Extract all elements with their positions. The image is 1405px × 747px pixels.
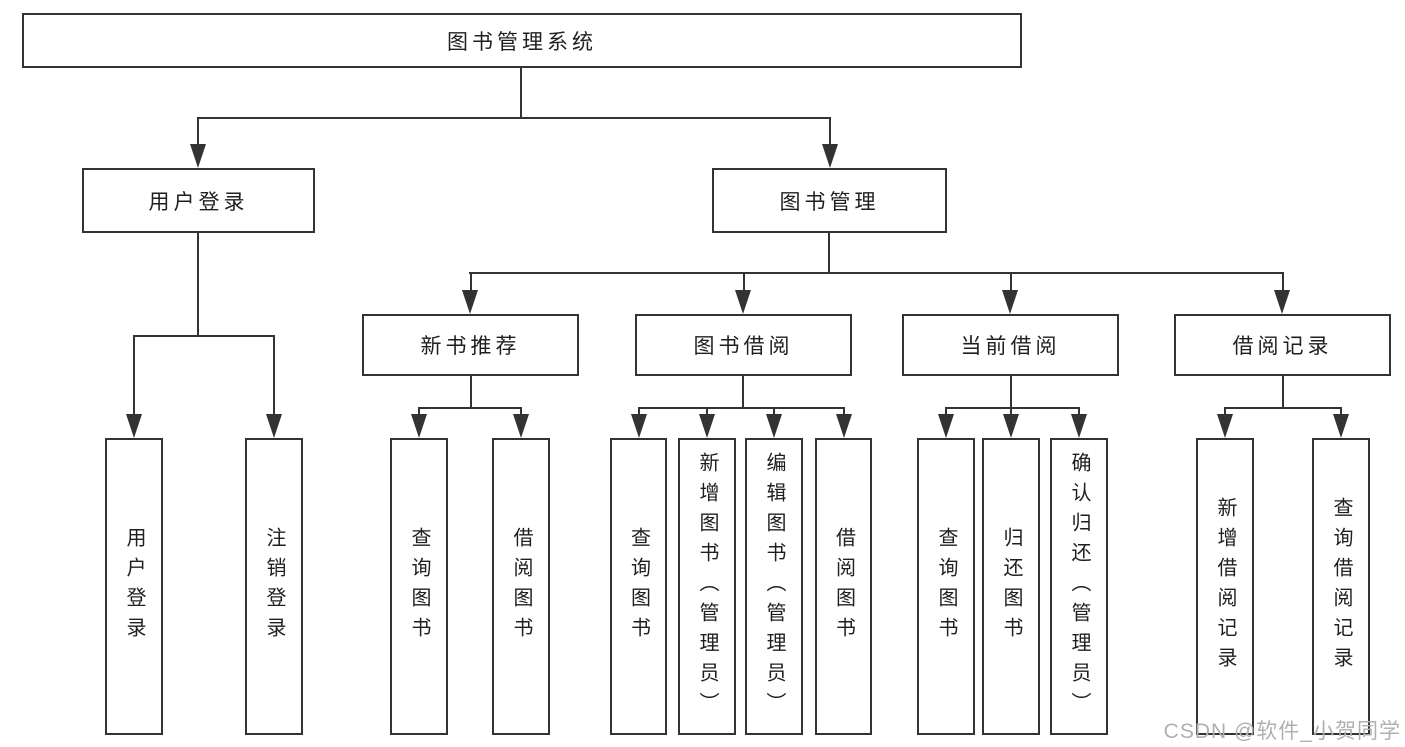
- leaf-return-book: 归还图书: [982, 438, 1040, 735]
- node-current-borrowing: 当前借阅: [902, 314, 1119, 376]
- arrowhead-down-icon: [1217, 414, 1233, 438]
- leaf-query-books-borrowing: 查询图书: [610, 438, 667, 735]
- connector-line: [829, 118, 831, 146]
- arrowhead-down-icon: [699, 414, 715, 438]
- connector-line: [197, 118, 199, 146]
- connector-line: [1010, 376, 1012, 408]
- leaf-edit-book-admin: 编辑图书（管理员）: [745, 438, 803, 735]
- connector-line: [1010, 273, 1012, 292]
- leaf-query-borrow-record: 查询借阅记录: [1312, 438, 1370, 735]
- leaf-logout: 注销登录: [245, 438, 303, 735]
- arrowhead-down-icon: [462, 290, 478, 314]
- csdn-watermark: CSDN @软件_小贺同学: [1163, 720, 1401, 743]
- connector-line: [1078, 408, 1080, 416]
- leaf-label: 借阅图书: [832, 526, 855, 647]
- leaf-confirm-return-admin: 确认归还（管理员）: [1050, 438, 1108, 735]
- node-book-borrowing: 图书借阅: [635, 314, 852, 376]
- connector-line: [638, 407, 845, 409]
- node-label: 图书借阅: [693, 335, 794, 358]
- arrowhead-down-icon: [411, 414, 427, 438]
- connector-line: [1224, 407, 1342, 409]
- arrowhead-down-icon: [1002, 290, 1018, 314]
- connector-line: [1340, 408, 1342, 416]
- arrowhead-down-icon: [735, 290, 751, 314]
- arrowhead-down-icon: [766, 414, 782, 438]
- node-label: 用户登录: [148, 190, 249, 214]
- connector-line: [945, 407, 1080, 409]
- node-label: 图书管理系统: [447, 30, 597, 54]
- leaf-label: 编辑图书（管理员）: [763, 451, 785, 722]
- arrowhead-down-icon: [266, 414, 282, 438]
- arrowhead-down-icon: [126, 414, 142, 438]
- node-label: 当前借阅: [960, 335, 1061, 358]
- connector-line: [945, 408, 947, 416]
- connector-line: [197, 233, 199, 336]
- node-book-management: 图书管理: [712, 168, 947, 233]
- arrowhead-down-icon: [190, 144, 206, 168]
- connector-line: [706, 408, 708, 416]
- arrowhead-down-icon: [938, 414, 954, 438]
- connector-line: [470, 273, 472, 292]
- leaf-label: 新增图书（管理员）: [696, 451, 718, 722]
- node-label: 借阅记录: [1232, 335, 1333, 358]
- connector-line: [197, 117, 831, 119]
- connector-line: [1224, 408, 1226, 416]
- arrowhead-down-icon: [822, 144, 838, 168]
- arrowhead-down-icon: [1274, 290, 1290, 314]
- arrowhead-down-icon: [631, 414, 647, 438]
- connector-line: [742, 376, 744, 408]
- leaf-label: 确认归还（管理员）: [1068, 451, 1090, 722]
- connector-line: [273, 336, 275, 415]
- node-label: 图书管理: [779, 190, 880, 214]
- leaf-query-books-current: 查询图书: [917, 438, 975, 735]
- leaf-label: 查询图书: [408, 526, 430, 647]
- connector-line: [133, 336, 135, 415]
- leaf-add-book-admin: 新增图书（管理员）: [678, 438, 736, 735]
- connector-line: [418, 408, 420, 416]
- leaf-label: 新增借阅记录: [1214, 496, 1236, 677]
- node-new-book-recommendation: 新书推荐: [362, 314, 579, 376]
- node-borrowing-records: 借阅记录: [1174, 314, 1391, 376]
- leaf-borrow-books-borrowing: 借阅图书: [815, 438, 872, 735]
- node-library-management-system: 图书管理系统: [22, 13, 1022, 68]
- node-label: 新书推荐: [420, 335, 521, 358]
- arrowhead-down-icon: [1333, 414, 1349, 438]
- node-user-login: 用户登录: [82, 168, 315, 233]
- leaf-label: 查询借阅记录: [1330, 496, 1352, 677]
- leaf-label: 用户登录: [123, 526, 145, 647]
- connector-line: [828, 233, 830, 273]
- arrowhead-down-icon: [1071, 414, 1087, 438]
- connector-line: [470, 376, 472, 408]
- connector-line: [520, 408, 522, 416]
- leaf-user-login: 用户登录: [105, 438, 163, 735]
- leaf-label: 查询图书: [935, 526, 957, 647]
- connector-line: [469, 272, 1284, 274]
- connector-line: [843, 408, 845, 416]
- leaf-query-books-recommend: 查询图书: [390, 438, 448, 735]
- connector-line: [1282, 376, 1284, 408]
- arrowhead-down-icon: [1003, 414, 1019, 438]
- arrowhead-down-icon: [836, 414, 852, 438]
- connector-line: [638, 408, 640, 416]
- leaf-label: 归还图书: [1000, 526, 1022, 647]
- leaf-label: 注销登录: [263, 526, 285, 647]
- leaf-label: 查询图书: [627, 526, 650, 647]
- connector-line: [133, 335, 275, 337]
- leaf-borrow-books-recommend: 借阅图书: [492, 438, 550, 735]
- connector-line: [743, 273, 745, 292]
- connector-line: [418, 407, 522, 409]
- arrowhead-down-icon: [513, 414, 529, 438]
- connector-line: [520, 68, 522, 118]
- connector-line: [1282, 273, 1284, 292]
- leaf-add-borrow-record: 新增借阅记录: [1196, 438, 1254, 735]
- connector-line: [773, 408, 775, 416]
- connector-line: [1010, 408, 1012, 416]
- leaf-label: 借阅图书: [510, 526, 532, 647]
